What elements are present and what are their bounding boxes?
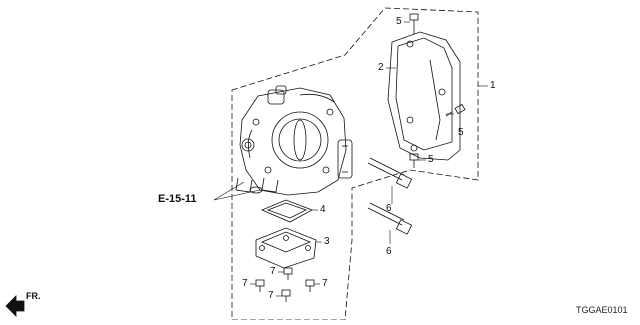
assembly-boundary xyxy=(231,7,479,321)
long-bolt-6-lower xyxy=(367,202,413,235)
callout-3: 3 xyxy=(324,236,330,247)
callout-5-bottom: 5 xyxy=(428,154,434,165)
callout-6-upper: 6 xyxy=(386,203,392,214)
bolt-5-bottom xyxy=(409,153,419,168)
leader-lines xyxy=(213,21,488,297)
diagram-code: TGGAE0101 xyxy=(576,305,628,315)
screw-7-a xyxy=(283,267,293,280)
callout-7-d: 7 xyxy=(268,290,274,301)
throttle-body xyxy=(235,85,353,196)
callout-1: 1 xyxy=(490,80,496,91)
callout-5-top: 5 xyxy=(396,16,402,27)
callout-7-b: 7 xyxy=(242,278,248,289)
reference-label[interactable]: E-15-11 xyxy=(158,193,197,205)
flange-plate xyxy=(255,227,317,269)
screw-7-c xyxy=(305,279,315,292)
gasket xyxy=(260,199,313,223)
callout-2: 2 xyxy=(378,62,384,73)
direction-label: FR. xyxy=(26,291,41,301)
long-bolt-6-upper xyxy=(367,157,413,189)
callout-4: 4 xyxy=(320,204,326,215)
callout-7-a: 7 xyxy=(270,266,276,277)
throttle-cover xyxy=(387,31,461,161)
screw-7-d xyxy=(281,289,291,302)
bolt-5-top xyxy=(409,13,419,34)
screw-7-b xyxy=(255,279,265,292)
callout-5-side: 5 xyxy=(458,127,464,138)
direction-arrow xyxy=(5,295,25,317)
callout-7-c: 7 xyxy=(322,278,328,289)
callout-6-lower: 6 xyxy=(386,246,392,257)
